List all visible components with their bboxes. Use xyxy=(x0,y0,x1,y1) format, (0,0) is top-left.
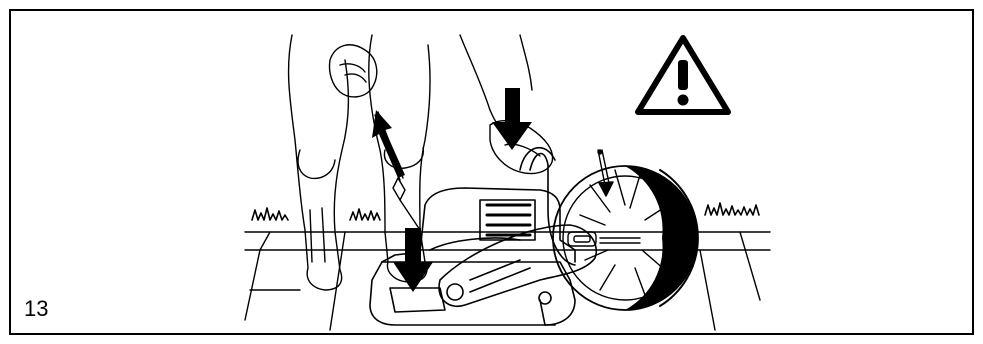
foot-down-arrow-icon xyxy=(393,228,433,292)
grass-left xyxy=(252,208,380,220)
pull-up-arrow-icon xyxy=(372,110,405,178)
warning-triangle-icon xyxy=(638,38,728,112)
blade-direction-arrow xyxy=(598,150,613,196)
left-hand-starter-cord xyxy=(329,45,420,230)
cutting-blade xyxy=(553,166,698,310)
grass-right xyxy=(705,203,759,215)
figure-number: 13 xyxy=(24,296,48,322)
press-down-arrow-icon xyxy=(492,88,532,150)
